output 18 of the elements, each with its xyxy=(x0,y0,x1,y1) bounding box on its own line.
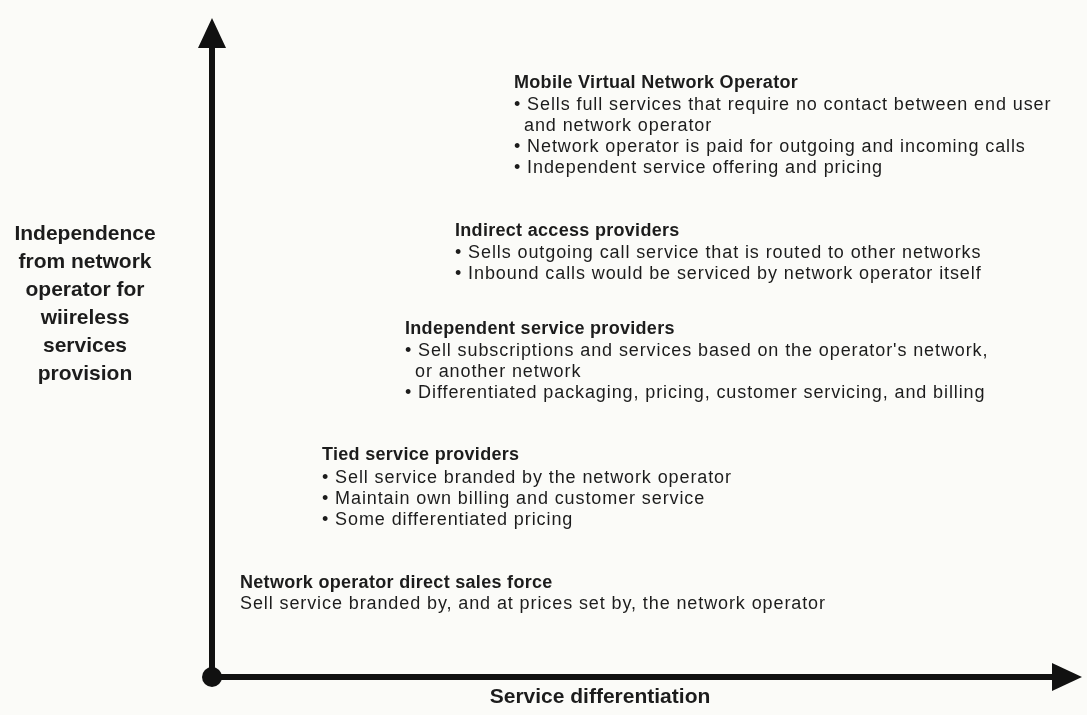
bullet-point: • Differentiated packaging, pricing, customer servicing, and billing xyxy=(405,382,986,403)
heading: Network operator direct sales force xyxy=(240,572,553,593)
bullet-point: • Independent service offering and pricing xyxy=(514,157,883,178)
heading: Independent service providers xyxy=(405,318,675,339)
axis-label: Service differentiation xyxy=(488,683,712,709)
bullet-point: • Sells full services that require no contact between end user and network operator xyxy=(514,94,1053,136)
bullet-point: • Inbound calls would be serviced by network operator itself xyxy=(455,263,982,284)
bullet-point: • Sell subscriptions and services based on the operator's network, or another network xyxy=(405,340,990,382)
bullet-point: • Some differentiated pricing xyxy=(322,509,574,530)
bullet-point: • Sell service branded by the network operator xyxy=(322,467,732,488)
bullet-point: • Maintain own billing and customer service xyxy=(322,488,706,509)
heading: Mobile Virtual Network Operator xyxy=(514,72,799,93)
heading: Tied service providers xyxy=(322,444,520,465)
bullet-point: • Network operator is paid for outgoing and incoming calls xyxy=(514,136,1026,157)
axis-label: Independence from network operator for wiireless services provision xyxy=(13,220,157,386)
heading: Indirect access providers xyxy=(455,220,680,241)
bullet-point: • Sells outgoing call service that is routed to other networks xyxy=(455,242,982,263)
description: Sell service branded by, and at prices set by, the network operator xyxy=(240,593,826,614)
